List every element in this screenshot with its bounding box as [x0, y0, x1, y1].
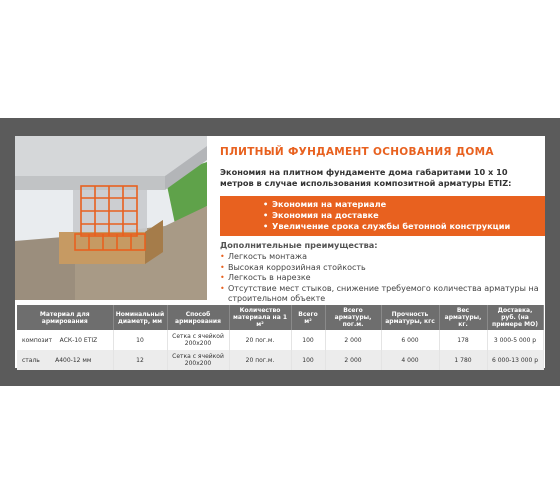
table-cell: 178 — [439, 330, 488, 350]
table-cell: 20 пог.м. — [229, 350, 292, 370]
material-name: А400-12 мм — [55, 356, 92, 364]
table-cell: 10 — [113, 330, 168, 350]
banner-item: •Экономия на материале — [263, 199, 387, 209]
advantage-item: •Легкость монтажа — [220, 252, 308, 261]
intro-text: Экономия на плитном фундаменте дома габа… — [220, 167, 512, 188]
header-delivery: Доставка, руб. (на примере МО) — [487, 305, 544, 330]
table-cell: 2 000 — [325, 330, 382, 350]
advantage-item: •Отсутствие мест стыков, снижение требуе… — [220, 283, 539, 304]
advantage-item: •Легкость в нарезке — [220, 273, 311, 282]
comparison-table: Материал для армирования Номинальный диа… — [17, 305, 544, 370]
bullet-icon: • — [220, 283, 225, 293]
header-total-rebar: Всего арматуры, пог.м. — [325, 305, 382, 330]
table-cell: 2 000 — [325, 350, 382, 370]
material-type: композит — [22, 336, 52, 344]
bullet-icon: • — [220, 273, 225, 282]
header-method: Способ армирования — [167, 305, 230, 330]
table-cell: 6 000 — [381, 330, 440, 350]
page-title: ПЛИТНЫЙ ФУНДАМЕНТ ОСНОВАНИЯ ДОМА — [220, 146, 494, 158]
table-cell: 12 — [113, 350, 168, 370]
table-header-row: Материал для армирования Номинальный диа… — [17, 305, 544, 330]
savings-banner: •Экономия на материале •Экономия на дост… — [220, 196, 545, 236]
table-cell: сталь А400-12 мм — [17, 350, 114, 370]
bullet-icon: • — [220, 262, 225, 272]
table-cell: Сетка с ячейкой 200х200 — [167, 350, 230, 370]
foundation-illustration — [15, 136, 207, 300]
header-diameter: Номинальный диаметр, мм — [113, 305, 168, 330]
table-cell: 1 780 — [439, 350, 488, 370]
table-cell: 6 000-13 000 р — [487, 350, 544, 370]
table-cell: 100 — [291, 330, 326, 350]
table-cell: 3 000-5 000 р — [487, 330, 544, 350]
banner-item: •Экономия на доставке — [263, 210, 379, 220]
bullet-icon: • — [220, 252, 225, 261]
advantage-item: •Высокая коррозийная стойкость — [220, 262, 366, 272]
material-type: сталь — [22, 356, 40, 364]
header-material: Материал для армирования — [17, 305, 114, 330]
material-name: АСК-10 ETIZ — [59, 336, 98, 344]
bullet-icon: • — [263, 221, 269, 231]
bullet-icon: • — [263, 210, 269, 220]
advantages-list: •Легкость монтажа •Высокая коррозийная с… — [220, 252, 540, 305]
header-weight: Вес арматуры, кг. — [439, 305, 488, 330]
table-cell: 4 000 — [381, 350, 440, 370]
table-cell: 100 — [291, 350, 326, 370]
banner-item: •Увеличение срока службы бетонной констр… — [263, 221, 511, 231]
header-total-m2: Всего м² — [291, 305, 326, 330]
table-cell: Сетка с ячейкой 200х200 — [167, 330, 230, 350]
table-row: композит АСК-10 ETIZ 10 Сетка с ячейкой … — [17, 330, 544, 350]
table-row: сталь А400-12 мм 12 Сетка с ячейкой 200х… — [17, 350, 544, 370]
header-strength: Прочность арматуры, кгс — [381, 305, 440, 330]
table-cell: 20 пог.м. — [229, 330, 292, 350]
header-quantity: Количество материала на 1 м² — [229, 305, 292, 330]
bullet-icon: • — [263, 199, 269, 209]
advantages-title: Дополнительные преимущества: — [220, 240, 378, 250]
table-cell: композит АСК-10 ETIZ — [17, 330, 114, 350]
